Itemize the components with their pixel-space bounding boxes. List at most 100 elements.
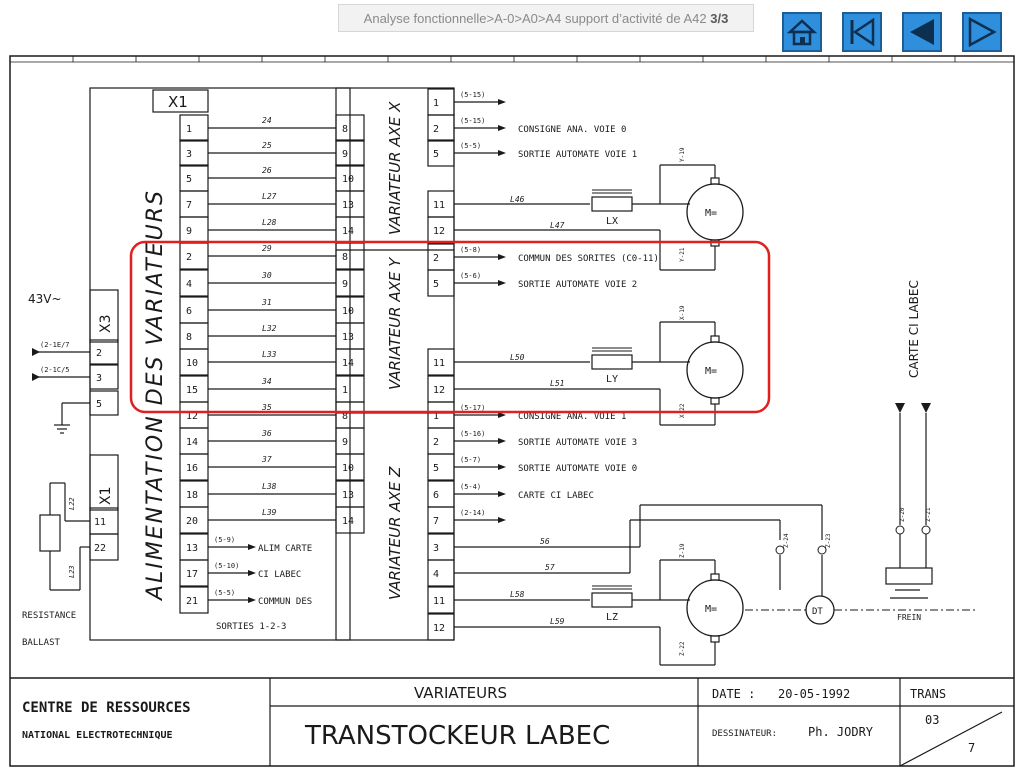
wire-number: 30 — [261, 271, 272, 280]
aux-arrow — [248, 570, 256, 576]
variator-output-number: 1 — [433, 411, 439, 422]
variator-input-number: 13 — [342, 332, 354, 343]
motor-wire-number: L50 — [510, 353, 525, 362]
variator-output-terminal — [427, 139, 455, 167]
x1-terminal — [179, 164, 209, 192]
x1-terminal-number: 6 — [186, 306, 192, 317]
brake-label: FREIN — [897, 613, 921, 622]
output-ref: (5-5) — [460, 142, 481, 150]
x1b-terminal-number: 22 — [94, 543, 106, 554]
aux-label: COMMUN DES — [258, 597, 312, 607]
tacho-label: DT — [812, 607, 823, 617]
drawing-title: TRANSTOCKEUR LABEC — [304, 721, 610, 751]
first-page-icon — [850, 17, 875, 47]
motor-label: M= — [705, 604, 717, 615]
x1-terminal-number: 8 — [186, 332, 192, 343]
motor-brush — [710, 397, 720, 405]
output-ref: (2-14) — [460, 509, 485, 517]
variator-output-terminal — [427, 427, 455, 455]
inductor-label: LZ — [606, 612, 618, 623]
previous-button[interactable] — [902, 12, 942, 52]
variator-input-number: 10 — [342, 463, 354, 474]
variator-input-number: 1 — [342, 385, 348, 396]
motor-terminal-label: Z-24 — [783, 533, 790, 548]
date-label: DATE : — [712, 687, 755, 701]
terminal-circle — [775, 545, 785, 555]
variator-output-terminal — [427, 559, 455, 587]
first-page-button[interactable] — [842, 12, 882, 52]
output-label: CONSIGNE ANA. VOIE 0 — [518, 125, 626, 135]
variator-input-number: 13 — [342, 200, 354, 211]
variator-name: VARIATEUR AXE Z — [386, 466, 404, 600]
drafter-label: DESSINATEUR: — [712, 729, 777, 739]
variator-output-number: 2 — [433, 253, 439, 264]
x1-terminal-number: 14 — [186, 437, 198, 448]
top-bar: Analyse fonctionnelle>A-0>A0>A4 support … — [0, 0, 1024, 56]
motor-brush — [710, 573, 720, 581]
variator-input-number: 14 — [342, 226, 354, 237]
terminal-circle — [921, 525, 931, 535]
x3-terminal-number: 2 — [96, 348, 102, 359]
aux-ref: (5-9) — [214, 536, 235, 544]
wire-number: 37 — [261, 455, 272, 464]
ballast-resistor — [39, 514, 61, 552]
variator-input-terminal — [335, 453, 365, 481]
variator-input-number: 9 — [342, 437, 348, 448]
variator-input-number: 14 — [342, 358, 354, 369]
variator-output-number: 5 — [433, 149, 439, 160]
motor-wire-number: L59 — [550, 617, 565, 626]
x1-terminal-number: 10 — [186, 358, 198, 369]
motor-terminal-label: Z-21 — [925, 507, 932, 522]
motor-terminal-label: Y-19 — [679, 147, 686, 162]
x1-terminal-number: 18 — [186, 490, 198, 501]
x1-label: X1 — [168, 93, 188, 111]
motor-terminal-label: Z-23 — [825, 533, 832, 548]
motor-terminal-label: Z-19 — [679, 543, 686, 558]
variator-input-number: 14 — [342, 516, 354, 527]
output-ref: (5-16) — [460, 430, 485, 438]
x1-terminal-number: 15 — [186, 385, 198, 396]
wire-number: L39 — [262, 508, 277, 517]
x1-terminal-number: 12 — [186, 411, 198, 422]
variator-output-number: 3 — [433, 543, 439, 554]
variator-output-number: 11 — [433, 596, 445, 607]
variator-input-number: 10 — [342, 174, 354, 185]
aux-ref: (5-10) — [214, 562, 239, 570]
wire-number: L27 — [262, 192, 277, 201]
variator-input-terminal — [335, 114, 365, 142]
motor-brush — [710, 335, 720, 343]
home-button[interactable] — [782, 12, 822, 52]
wire-number: L33 — [262, 350, 277, 359]
output-ref: (5-6) — [460, 272, 481, 280]
wire-number: 31 — [261, 298, 272, 307]
organization-name: CENTRE DE RESSOURCES — [22, 700, 191, 716]
output-arrow — [498, 517, 506, 523]
wire-number: L38 — [262, 482, 277, 491]
x1-terminal-number: 20 — [186, 516, 198, 527]
input-arrow — [32, 373, 40, 381]
output-ref: (5-17) — [460, 404, 485, 412]
output-ref: (5-8) — [460, 246, 481, 254]
motor-terminal-label: Z-22 — [679, 641, 686, 656]
next-button[interactable] — [962, 12, 1002, 52]
x1-terminal — [179, 322, 209, 350]
output-arrow — [498, 491, 506, 497]
supply-voltage-label: 43V~ — [28, 292, 62, 306]
output-arrow — [498, 99, 506, 105]
variator-output-terminal — [427, 269, 455, 297]
x1-terminal-number: 16 — [186, 463, 198, 474]
variator-output-terminal — [427, 453, 455, 481]
variator-input-number: 9 — [342, 279, 348, 290]
motor-terminal-label: Y-21 — [679, 247, 686, 262]
input-ref: (2-1C/5 — [40, 366, 70, 374]
output-arrow — [498, 150, 506, 156]
output-ref: (5-15) — [460, 117, 485, 125]
output-label: COMMUN DES SORITES (C0-11) — [518, 254, 659, 264]
output-arrow — [498, 464, 506, 470]
sheet-code: TRANS — [910, 687, 946, 701]
wire-number: 26 — [262, 166, 272, 175]
highlight-frame — [129, 240, 771, 414]
variator-output-number: 1 — [433, 98, 439, 109]
supply-block-title: ALIMENTATION DES VARIATEURS — [143, 189, 168, 602]
